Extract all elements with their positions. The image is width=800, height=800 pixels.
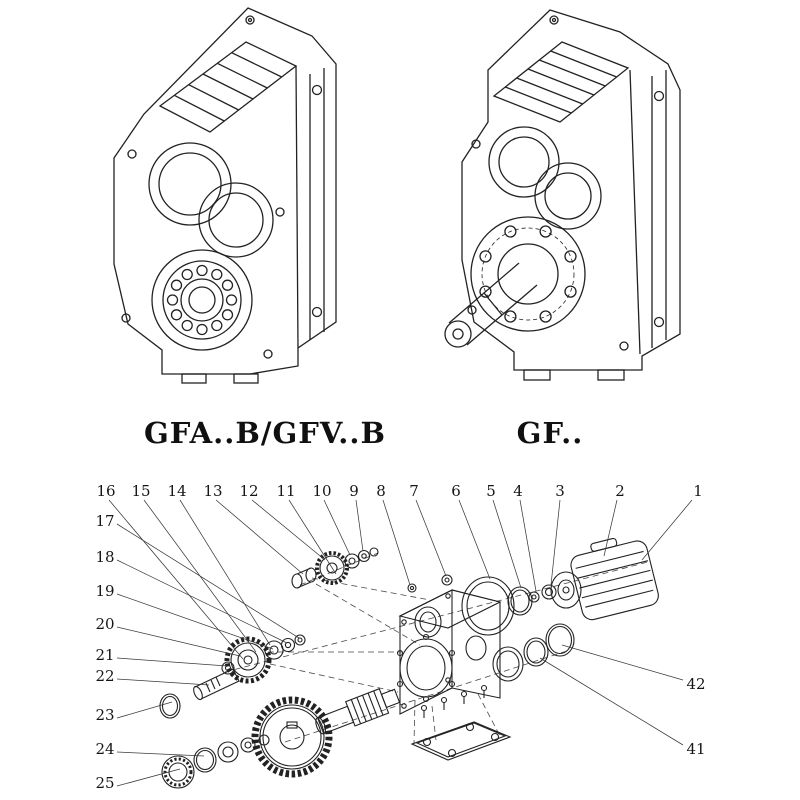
gearbox-drawing-gfa — [113, 7, 337, 384]
callout-leader-4 — [519, 499, 537, 592]
callout-leader-16 — [108, 499, 244, 660]
callout-leader-12 — [251, 499, 326, 561]
callout-layer: 1234567891011121314151617181920212223242… — [95, 482, 705, 792]
cooling-fins — [158, 41, 298, 133]
callout-number-16: 16 — [96, 482, 115, 500]
callout-number-7: 7 — [409, 482, 419, 500]
intermediate-gear-parts — [159, 634, 306, 719]
callout-number-5: 5 — [486, 482, 496, 500]
callout-leader-13 — [215, 499, 304, 575]
callout-leader-19 — [116, 593, 274, 650]
callout-leader-9 — [355, 499, 364, 552]
callout-number-21: 21 — [95, 646, 114, 664]
callout-leader-14 — [179, 499, 271, 646]
callout-leader-23 — [116, 701, 173, 719]
callout-number-42: 42 — [686, 675, 705, 693]
callout-number-14: 14 — [167, 482, 186, 500]
exploded-view — [159, 537, 659, 789]
callout-leader-22 — [116, 678, 210, 686]
callout-leader-41 — [539, 657, 684, 746]
output-bearings — [161, 734, 270, 789]
callout-leader-11 — [288, 499, 337, 575]
callout-number-12: 12 — [239, 482, 258, 500]
cooling-fins — [492, 41, 630, 123]
callout-number-20: 20 — [95, 615, 114, 633]
side-rings — [492, 623, 575, 682]
callout-leader-42 — [561, 644, 684, 681]
callout-number-17: 17 — [95, 512, 114, 530]
assembly-axes — [224, 552, 649, 745]
gearbox-drawing-gf — [444, 9, 681, 381]
callout-number-3: 3 — [555, 482, 565, 500]
callout-leader-10 — [323, 499, 351, 556]
callout-leader-2 — [603, 499, 618, 557]
callout-number-25: 25 — [95, 774, 114, 792]
callout-number-18: 18 — [95, 548, 114, 566]
callout-number-19: 19 — [95, 582, 114, 600]
input-unit — [550, 537, 659, 621]
input-shaft-parts — [291, 547, 453, 593]
callout-leader-6 — [458, 499, 491, 580]
output-gear — [251, 696, 333, 778]
output-shaft-exploded — [315, 688, 401, 735]
input-seals — [461, 576, 557, 636]
callout-leader-5 — [492, 499, 522, 589]
callout-number-41: 41 — [686, 740, 705, 758]
callout-number-13: 13 — [203, 482, 222, 500]
callout-number-22: 22 — [95, 667, 114, 685]
callout-number-2: 2 — [615, 482, 625, 500]
callout-leader-8 — [382, 499, 411, 586]
callout-number-4: 4 — [513, 482, 523, 500]
model-label-gf: GF.. — [516, 416, 584, 450]
callout-number-6: 6 — [451, 482, 461, 500]
housing — [396, 589, 502, 715]
callout-number-15: 15 — [131, 482, 150, 500]
callout-number-1: 1 — [693, 482, 703, 500]
callout-leader-21 — [116, 657, 228, 667]
callout-number-23: 23 — [95, 706, 114, 724]
mounting-plate — [410, 684, 512, 761]
callout-leader-1 — [641, 499, 693, 561]
plate-bolts — [420, 684, 488, 718]
callout-leader-3 — [550, 499, 561, 586]
callout-leader-17 — [116, 523, 300, 639]
callout-leader-24 — [116, 751, 205, 757]
bearing-hub — [151, 249, 253, 351]
callout-number-8: 8 — [376, 482, 386, 500]
model-label-gfa: GFA..B/GFV..B — [144, 416, 386, 450]
callout-number-10: 10 — [312, 482, 331, 500]
callout-leader-18 — [116, 559, 288, 644]
callout-number-9: 9 — [349, 482, 359, 500]
output-shaft — [444, 262, 538, 348]
callout-number-24: 24 — [95, 740, 114, 758]
callout-leader-25 — [116, 768, 181, 787]
callout-leader-20 — [116, 626, 241, 657]
output-flange — [470, 216, 586, 332]
callout-leader-7 — [415, 499, 447, 577]
callout-number-11: 11 — [276, 482, 295, 500]
